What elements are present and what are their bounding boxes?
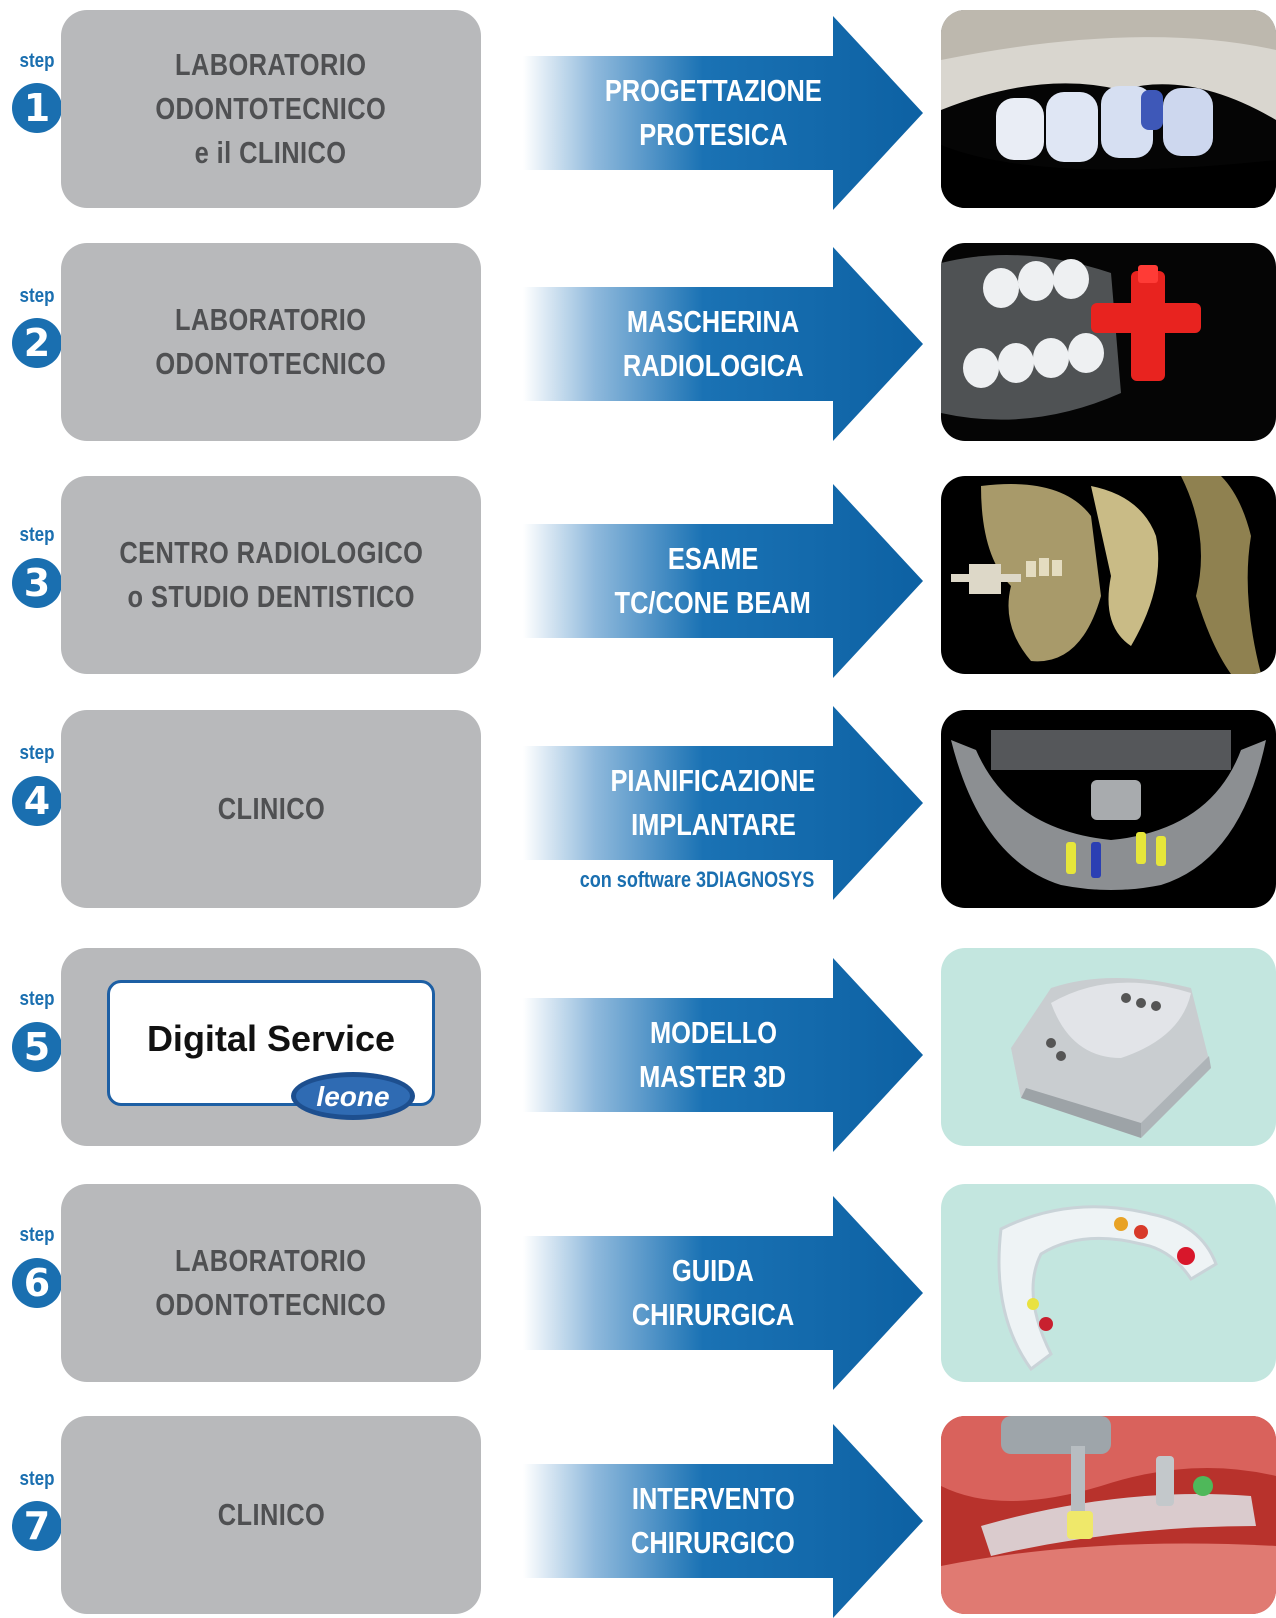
logo-title: Digital Service [146,1018,396,1059]
step-row-2: step 2 LABORATORIO ODONTOTECNICO MASCHER… [0,243,1276,441]
actor-box: LABORATORIO ODONTOTECNICO [61,1184,481,1382]
actor-line: o STUDIO DENTISTICO [127,579,415,614]
actor-line: ODONTOTECNICO [155,91,387,126]
step-number-badge: 4 [12,776,62,826]
actor-line: CLINICO [217,791,325,826]
actor-line: LABORATORIO [175,47,367,82]
step-row-1: step 1 LABORATORIO ODONTOTECNICO e il CL… [0,10,1276,210]
step-word: step [19,742,55,764]
3d-master-model-photo [941,948,1276,1146]
step-number-badge: 1 [12,83,62,133]
actor-line: ODONTOTECNICO [155,1287,387,1322]
action-line: PROGETTAZIONE [604,73,822,108]
actor-line: LABORATORIO [175,1243,367,1278]
action-line: IMPLANTARE [630,807,796,842]
step-row-4: step 4 CLINICO PIANIFICAZIONE IMPLANTARE… [0,706,1276,908]
step-number-badge: 7 [12,1501,62,1551]
step-row-5: step 5 Digital Service leone MODELLO MAS… [0,948,1276,1152]
actor-line: LABORATORIO [175,302,367,337]
step-word: step [19,524,55,546]
step-number-badge: 2 [12,318,62,368]
step-row-6: step 6 LABORATORIO ODONTOTECNICO GUIDA C… [0,1184,1276,1390]
action-line: PIANIFICAZIONE [610,763,816,798]
step-row-7: step 7 CLINICO INTERVENTO CHIRURGICO [0,1416,1276,1618]
actor-box: LABORATORIO ODONTOTECNICO [61,243,481,441]
actor-box: Digital Service leone [61,948,481,1146]
surgical-guide-photo [941,1184,1276,1382]
process-arrow: INTERVENTO CHIRURGICO [523,1424,923,1618]
process-arrow: GUIDA CHIRURGICA [523,1196,923,1390]
process-arrow: PIANIFICAZIONE IMPLANTARE [523,706,923,900]
action-line: GUIDA [672,1253,754,1288]
actor-box: CLINICO [61,710,481,908]
action-line: CHIRURGICO [631,1525,795,1560]
action-line: CHIRURGICA [631,1297,795,1332]
action-line: ESAME [667,541,759,576]
action-line: TC/CONE BEAM [614,585,812,620]
action-line: MODELLO [649,1015,777,1050]
radiological-template-photo [941,243,1276,441]
step-number-badge: 6 [12,1258,62,1308]
action-line: INTERVENTO [631,1481,795,1516]
action-line: RADIOLOGICA [622,348,804,383]
denture-wax-model-photo [941,10,1276,208]
actor-box: LABORATORIO ODONTOTECNICO e il CLINICO [61,10,481,208]
process-arrow: PROGETTAZIONE PROTESICA [523,16,923,210]
actor-line: CLINICO [217,1497,325,1532]
process-arrow: MASCHERINA RADIOLOGICA [523,247,923,441]
step-number-badge: 5 [12,1022,62,1072]
step-word: step [19,50,55,72]
process-arrow: MODELLO MASTER 3D [523,958,923,1152]
software-caption: con software 3DIAGNOSYS [579,867,815,892]
action-line: MASTER 3D [639,1059,787,1094]
step-word: step [19,1224,55,1246]
step-word: step [19,1468,55,1490]
3d-skull-ct-scan [941,476,1276,674]
actor-box: CENTRO RADIOLOGICO o STUDIO DENTISTICO [61,476,481,674]
step-word: step [19,988,55,1010]
implant-planning-scan [941,710,1276,908]
actor-line: e il CLINICO [195,135,347,170]
actor-box: CLINICO [61,1416,481,1614]
process-arrow: ESAME TC/CONE BEAM [523,484,923,678]
surgery-photo [941,1416,1276,1614]
actor-line: ODONTOTECNICO [155,346,387,381]
action-line: PROTESICA [638,117,788,152]
step-number-badge: 3 [12,558,62,608]
actor-line: CENTRO RADIOLOGICO [119,535,423,570]
brand-text: leone [316,1081,389,1112]
step-row-3: step 3 CENTRO RADIOLOGICO o STUDIO DENTI… [0,476,1276,678]
action-line: MASCHERINA [626,304,800,339]
step-word: step [19,285,55,307]
leone-logo-icon: leone [289,1070,417,1122]
